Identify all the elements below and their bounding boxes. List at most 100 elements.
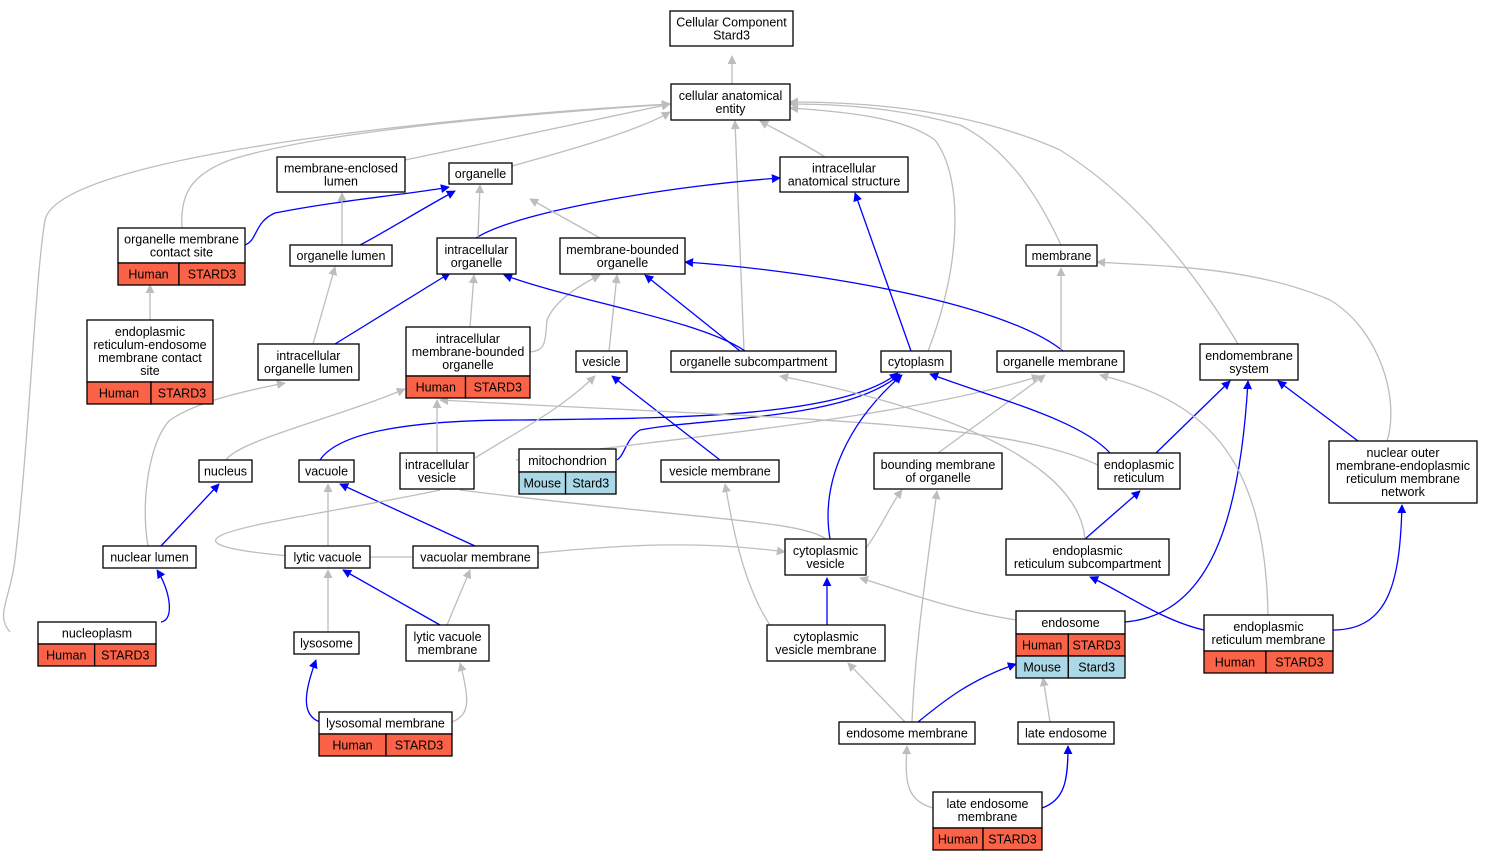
term-label-line: organelle <box>442 358 493 372</box>
term-box <box>1199 343 1299 381</box>
is-a-edge-54 <box>722 483 771 626</box>
part-of-edge-63 <box>917 662 1017 723</box>
is-a-edge-31 <box>474 375 596 459</box>
term-node-osc[interactable]: organelle subcompartment <box>670 350 837 373</box>
term-box <box>405 624 490 662</box>
term-label-line: nucleoplasm <box>62 627 132 641</box>
term-label-line: late endosome <box>1025 727 1107 741</box>
term-label-line: vesicle <box>418 471 456 485</box>
term-box <box>298 459 355 483</box>
term-label-line: organelle <box>451 256 502 270</box>
term-label-line: intracellular <box>277 349 341 363</box>
term-node-organelle[interactable]: organelle <box>448 162 513 185</box>
term-label-line: of organelle <box>905 471 970 485</box>
term-node-nl[interactable]: nuclear lumen <box>102 545 197 569</box>
part-of-edge-47 <box>1084 490 1141 540</box>
term-node-lyso[interactable]: lysosome <box>293 631 360 655</box>
term-node-vacuole[interactable]: vacuole <box>298 459 355 483</box>
part-of-edge-26 <box>853 192 912 352</box>
species-label: Human <box>938 833 978 847</box>
term-node-nucleus[interactable]: nucleus <box>198 459 253 483</box>
is-a-edge-28 <box>225 387 406 461</box>
is-a-edge-61 <box>451 662 468 723</box>
term-label-line: organelle subcompartment <box>680 355 829 369</box>
term-box <box>670 350 837 373</box>
term-box <box>873 452 1003 490</box>
term-label-line: membrane-endoplasmic <box>1336 459 1470 473</box>
term-node-vm[interactable]: vesicle membrane <box>660 459 780 483</box>
gene-label: STARD3 <box>101 649 149 663</box>
species-label: Human <box>416 381 456 395</box>
term-label-line: entity <box>716 102 747 116</box>
term-node-endom[interactable]: endosome membrane <box>838 721 976 745</box>
term-label-line: lumen <box>324 175 358 189</box>
is-a-edge-17 <box>312 266 338 345</box>
term-label-line: endosome <box>1041 616 1099 630</box>
term-label-line: reticulum-endosome <box>93 338 206 352</box>
is-a-edge-55 <box>859 576 1017 621</box>
term-label-line: endosome membrane <box>846 727 968 741</box>
term-node-lv[interactable]: lytic vacuole <box>284 545 371 569</box>
part-of-edge-46 <box>827 374 903 540</box>
term-label-line: endoplasmic <box>1052 544 1122 558</box>
is-a-edge-7 <box>789 104 956 352</box>
term-node-cytoplasm[interactable]: cytoplasm <box>880 350 952 373</box>
is-a-edge-36 <box>439 395 1099 466</box>
is-a-edge-59 <box>1099 372 1269 616</box>
term-box <box>766 624 886 662</box>
gene-cell <box>385 733 453 757</box>
gene-label: STARD3 <box>474 381 522 395</box>
term-node-vesicle[interactable]: vesicle <box>575 350 628 373</box>
term-node-vacm[interactable]: vacuolar membrane <box>412 545 539 569</box>
part-of-edge-37 <box>929 372 1111 454</box>
term-node-imbo[interactable]: intracellularmembrane-boundedorganelleHu… <box>405 326 531 399</box>
term-label-line: intracellular <box>436 332 500 346</box>
species-label: Human <box>128 268 168 282</box>
gene-label: STARD3 <box>395 739 443 753</box>
term-node-le[interactable]: late endosome <box>1017 721 1115 745</box>
term-label-line: membrane-bounded <box>566 243 679 257</box>
term-box <box>559 237 686 275</box>
part-of-edge-57 <box>1089 576 1205 631</box>
term-label-line: endoplasmic <box>1104 458 1174 472</box>
term-box <box>880 350 952 373</box>
term-box <box>293 631 360 655</box>
term-box <box>669 10 794 47</box>
term-node-nomer[interactable]: nuclear outermembrane-endoplasmicreticul… <box>1328 440 1478 504</box>
term-node-om[interactable]: organelle membrane <box>996 350 1125 373</box>
term-label-line: vesicle <box>582 355 620 369</box>
gene-label: STARD3 <box>988 833 1036 847</box>
term-box <box>670 83 791 121</box>
is-a-edge-2 <box>404 101 671 161</box>
term-box <box>1328 440 1478 504</box>
term-node-membrane[interactable]: membrane <box>1025 244 1098 267</box>
part-of-edge-10 <box>244 184 450 246</box>
part-of-edge-43 <box>339 483 476 547</box>
term-label-line: reticulum membrane <box>1212 633 1326 647</box>
term-node-ol[interactable]: organelle lumen <box>289 244 393 267</box>
term-label-line: Cellular Component <box>676 16 787 30</box>
